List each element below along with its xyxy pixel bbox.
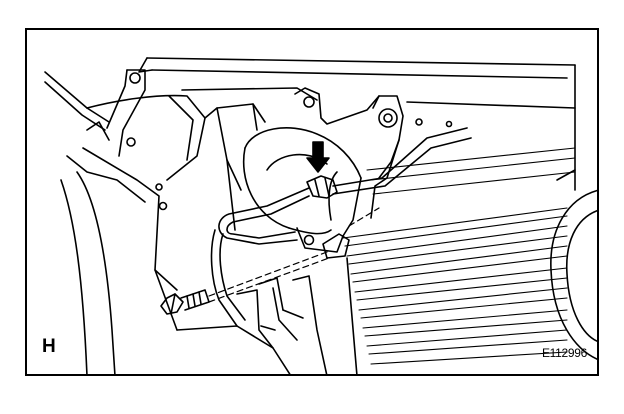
nut-icon — [306, 175, 338, 199]
arrow-down-icon — [306, 141, 330, 173]
horn-mount-bracket — [294, 87, 453, 219]
fan-shroud — [550, 169, 597, 360]
left-bracket-structure — [44, 69, 206, 374]
bolt-icon — [160, 289, 210, 315]
lower-frame — [176, 257, 358, 374]
line-drawing — [44, 57, 597, 374]
alignment-guides — [208, 207, 380, 303]
figure-code: E112996 — [541, 346, 587, 360]
hose-line — [210, 127, 472, 327]
radiator-fins — [342, 147, 576, 365]
illustration-frame: H E112996 — [25, 28, 599, 376]
inner-panel — [204, 103, 266, 231]
upper-body-panel — [138, 57, 576, 191]
view-label: H — [42, 336, 56, 357]
